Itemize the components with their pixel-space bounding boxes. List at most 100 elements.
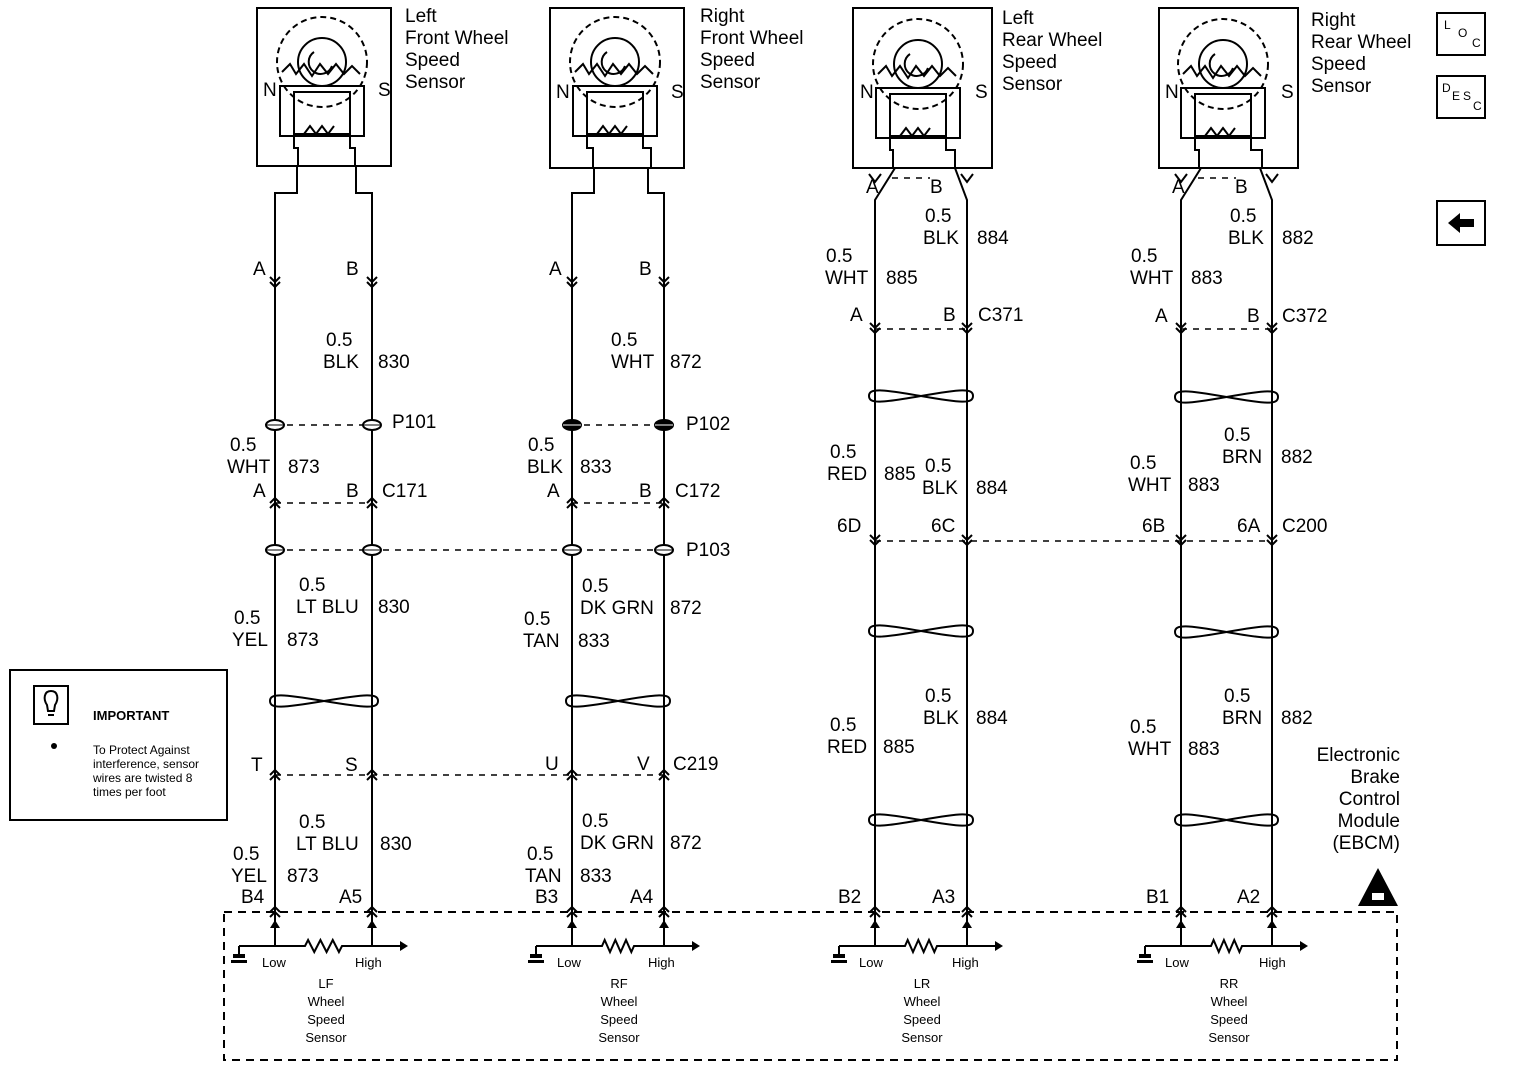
coil-zigzag (281, 62, 361, 78)
pickup-coil (1204, 126, 1236, 138)
rf-conn1-b: B (639, 259, 652, 280)
ground-icon (233, 954, 245, 958)
ground-icon-base (528, 960, 544, 963)
ebcm-layer (223, 868, 1398, 1061)
rf-wire-top-color: WHT (611, 352, 655, 373)
lr-twist-2-2 (868, 624, 974, 638)
lf-c219-t: T (251, 755, 263, 776)
rr-wire-top-a-circuit: 883 (1191, 268, 1223, 289)
lr-wire-top-b-circuit: 884 (977, 228, 1009, 249)
wire-col3-b (1259, 167, 1273, 912)
lf-wire-top-circuit: 830 (378, 352, 410, 373)
rf-wire-bot2-gauge: 0.5 (527, 844, 554, 865)
pickup-inner (586, 91, 644, 135)
p103-label: P103 (686, 540, 731, 561)
rf-wire-lo2-gauge: 0.5 (524, 609, 551, 630)
lf-p101-label: P101 (392, 412, 437, 433)
lf-c171-b: B (346, 481, 359, 502)
lr-wire-top-b-gauge: 0.5 (925, 206, 952, 227)
loc-l: L (1444, 18, 1451, 32)
ch0-low-arrow (270, 920, 280, 928)
pickup-coil (596, 124, 628, 136)
rf-wire-bot2-color: TAN (525, 866, 562, 887)
loc-c: C (1472, 36, 1481, 50)
rf-conn1-a: A (549, 259, 562, 280)
lr-pin-high: A3 (932, 887, 956, 908)
rr-wire-lo-a-gauge: 0.5 (1130, 717, 1157, 738)
ebcm-boundary (223, 911, 1398, 1061)
tone-ring (1177, 18, 1269, 110)
rr-sensor-pin-a: A (1172, 177, 1185, 198)
rr-wire-mid-b-color: BRN (1222, 447, 1263, 468)
sensor-housing (549, 7, 685, 169)
rr-pin-low: B1 (1146, 887, 1170, 908)
lf-wire-bot1-color: LT BLU (296, 834, 359, 855)
rf-s-pole: S (671, 82, 684, 103)
rr-wire-mid-b-gauge: 0.5 (1224, 425, 1251, 446)
sensor-layer (256, 7, 1299, 169)
hub-circle (893, 39, 943, 89)
important-note: IMPORTANT To Protect Against interferenc… (9, 669, 228, 821)
ch1-out-arrow (692, 941, 700, 951)
sensor-1 (549, 7, 685, 169)
lf-wire-lo1-color: LT BLU (296, 597, 359, 618)
rf-wire-bot1-gauge: 0.5 (582, 811, 609, 832)
c200-chevron-3 (1266, 534, 1278, 547)
esd-warning-icon-mark (1372, 893, 1384, 900)
lr-c371-a: A (850, 305, 863, 326)
c219-label: C219 (673, 754, 719, 775)
lf-wire-top-color: BLK (323, 352, 359, 373)
lf-wire-mid-color: WHT (227, 457, 271, 478)
lf-twist-2 (269, 694, 379, 708)
rr-wire-mid-a-circuit: 883 (1188, 475, 1220, 496)
lead-b (1250, 138, 1263, 168)
sensor-housing (852, 7, 993, 169)
coil-zigzag (574, 62, 654, 78)
description-button[interactable]: D E S C (1436, 75, 1486, 119)
lf-wire-lo1-circuit: 830 (378, 597, 410, 618)
rf-n-pole: N (556, 82, 570, 103)
lf-wire-bot2-gauge: 0.5 (233, 844, 260, 865)
sensor-pin-y-1 (960, 173, 974, 184)
lr-sensor-pin-b: B (930, 177, 943, 198)
lf-low-label: Low (262, 955, 286, 970)
rf-wire-lo1-gauge: 0.5 (582, 576, 609, 597)
back-button[interactable] (1436, 200, 1486, 246)
lead-a (293, 136, 299, 166)
ch2-low-arrow (870, 920, 880, 928)
lr-n-pole: N (860, 82, 874, 103)
ch2-resistor (875, 937, 995, 955)
important-text: To Protect Against interference, sensor … (93, 743, 200, 799)
sensor-housing (1158, 7, 1299, 169)
coil-zigzag (877, 64, 957, 80)
rr-module-label: RR Wheel Speed Sensor (1208, 976, 1250, 1045)
rf-sensor-title: Right Front Wheel Speed Sensor (700, 6, 804, 93)
lead-a (586, 136, 594, 168)
rr-wire-top-a-gauge: 0.5 (1131, 246, 1158, 267)
lf-high-label: High (355, 955, 382, 970)
ground-icon-base (231, 960, 247, 963)
ch1-high-arrow (659, 920, 669, 928)
lr-wire-lo-b-circuit: 884 (976, 708, 1008, 729)
lr-wire-mid-a-circuit: 885 (884, 464, 916, 485)
location-button[interactable]: L O C (1436, 12, 1486, 56)
rf-module-label: RF Wheel Speed Sensor (598, 976, 640, 1045)
rf-wire-bot2-circuit: 833 (580, 866, 612, 887)
pickup-body (572, 85, 658, 137)
lr-wire-mid-b-circuit: 884 (976, 478, 1008, 499)
rf-wire-top-circuit: 872 (670, 352, 702, 373)
conn1-chevron-3 (658, 276, 670, 289)
lr-sensor-title: Left Rear Wheel Speed Sensor (1002, 8, 1103, 95)
lr-c200-6d: 6D (837, 516, 862, 537)
lf-pin-high: A5 (339, 887, 363, 908)
lr-wire-mid-a-color: RED (827, 464, 868, 485)
ground-icon-base (831, 960, 847, 963)
rr-wire-mid-a-color: WHT (1128, 475, 1172, 496)
coil-zigzag (1182, 64, 1262, 80)
lf-c219-s: S (345, 755, 358, 776)
ch1-resistor (572, 937, 692, 955)
ch0-out-arrow (400, 941, 408, 951)
rr-n-pole: N (1165, 82, 1179, 103)
lf-wire-mid-gauge: 0.5 (230, 435, 257, 456)
conn1-chevron-1 (366, 276, 378, 289)
